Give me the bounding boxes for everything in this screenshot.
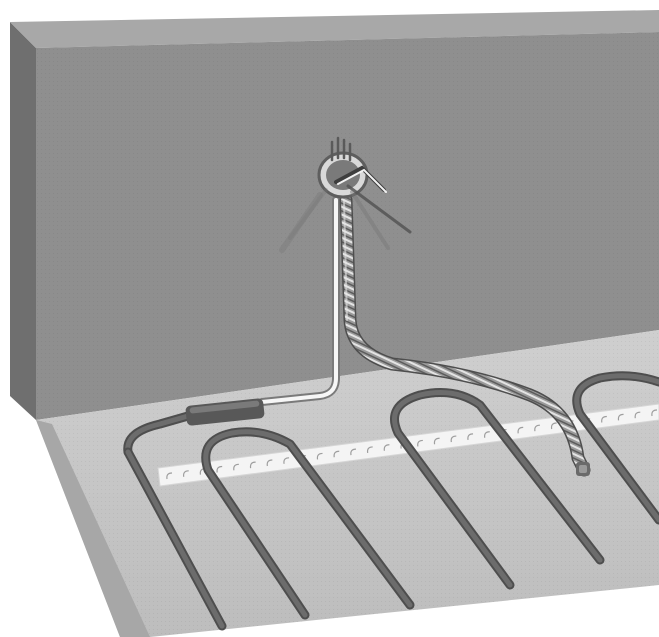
floor-sensor-probe-icon [576, 462, 590, 476]
wall-side-face [10, 22, 36, 420]
